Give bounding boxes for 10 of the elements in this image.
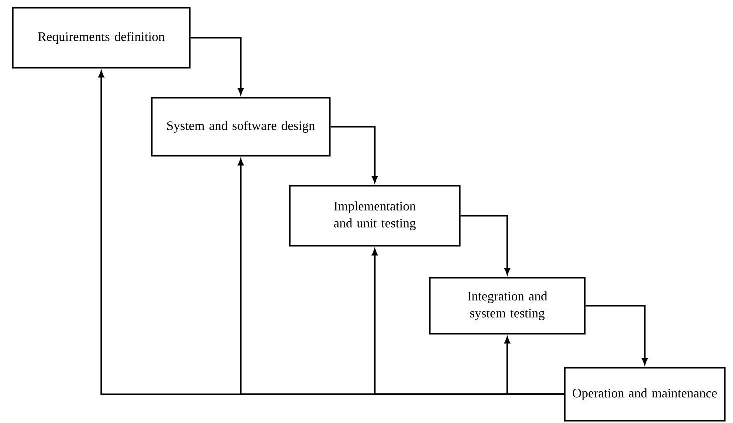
process-box: System and software design [151,97,331,157]
arrow [190,37,244,95]
process-box: Implementation and unit testing [289,185,461,247]
process-box: Requirements definition [12,7,191,69]
arrow [586,305,648,365]
process-box: Integration and system testing [429,277,586,335]
process-box: Operation and maintenance [564,367,726,422]
arrow [504,337,564,396]
arrow [460,215,510,275]
arrow [330,126,378,183]
